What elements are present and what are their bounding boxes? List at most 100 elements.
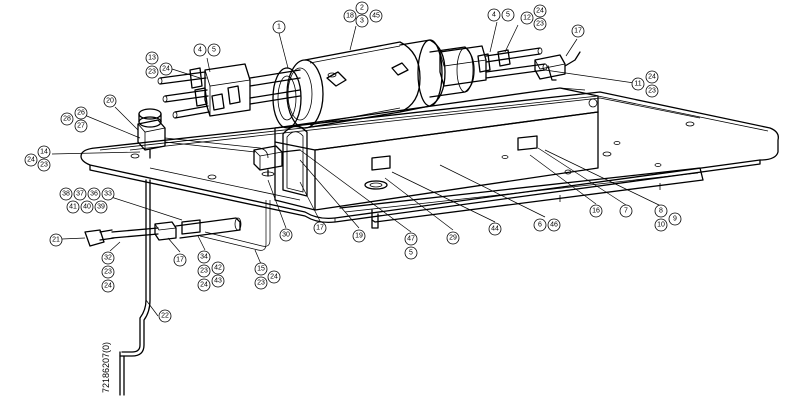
- bubble-27: 27: [74, 119, 88, 133]
- svg-text:16: 16: [592, 208, 600, 215]
- bubble-24f: 24: [197, 278, 211, 292]
- bubble-6: 6: [533, 218, 547, 232]
- svg-text:38: 38: [62, 191, 70, 198]
- svg-text:17: 17: [316, 225, 324, 232]
- bubble-42: 42: [211, 261, 225, 275]
- bubble-32: 32: [101, 251, 115, 265]
- left-manifold: [157, 63, 301, 119]
- svg-text:23: 23: [257, 280, 265, 287]
- valve-30: [253, 145, 301, 177]
- svg-text:47: 47: [407, 236, 415, 243]
- bubble-5c: 5: [404, 246, 418, 260]
- svg-text:13: 13: [148, 55, 156, 62]
- bubble-4b: 4: [487, 8, 501, 22]
- svg-text:26: 26: [77, 110, 85, 117]
- bubble-24g: 24: [267, 270, 281, 284]
- bubble-37: 37: [73, 187, 87, 201]
- bubble-28: 28: [60, 112, 74, 126]
- svg-text:5: 5: [506, 12, 510, 19]
- bubble-17c: 17: [313, 221, 327, 235]
- bubble-23g: 23: [254, 276, 268, 290]
- bubble-34: 34: [197, 250, 211, 264]
- bubble-17b: 17: [173, 253, 187, 267]
- bubble-10: 10: [654, 218, 668, 232]
- svg-text:21: 21: [52, 237, 60, 244]
- svg-text:23: 23: [648, 88, 656, 95]
- svg-text:17: 17: [176, 257, 184, 264]
- center-housing: [274, 87, 599, 211]
- base-plate: [80, 91, 779, 229]
- svg-text:41: 41: [69, 204, 77, 211]
- bubble-24d: 24: [24, 153, 38, 167]
- bubble-45: 45: [369, 9, 383, 23]
- svg-text:24: 24: [270, 274, 278, 281]
- right-manifold: [439, 45, 581, 87]
- svg-text:44: 44: [491, 226, 499, 233]
- bubble-21: 21: [49, 233, 63, 247]
- bubble-43: 43: [211, 274, 225, 288]
- bubble-23b: 23: [145, 65, 159, 79]
- bubble-11: 11: [631, 77, 645, 91]
- bubble-20: 20: [103, 94, 117, 108]
- svg-text:23: 23: [40, 162, 48, 169]
- bubble-24c: 24: [645, 70, 659, 84]
- svg-text:4: 4: [492, 12, 496, 19]
- bubble-24b: 24: [159, 62, 173, 76]
- svg-text:19: 19: [355, 233, 363, 240]
- svg-text:39: 39: [97, 204, 105, 211]
- svg-text:2: 2: [360, 5, 364, 12]
- svg-text:45: 45: [372, 13, 380, 20]
- svg-text:23: 23: [104, 269, 112, 276]
- bubble-12: 12: [520, 11, 534, 25]
- bubble-33: 33: [101, 187, 115, 201]
- svg-text:24: 24: [27, 157, 35, 164]
- bubble-23d: 23: [37, 158, 51, 172]
- bubble-4a: 4: [193, 43, 207, 57]
- svg-text:1: 1: [277, 24, 281, 31]
- svg-text:7: 7: [624, 208, 628, 215]
- bubble-23f: 23: [197, 264, 211, 278]
- bubble-19: 19: [352, 229, 366, 243]
- drawing-number: 72186207(0): [101, 342, 111, 393]
- bubble-24e: 24: [101, 279, 115, 293]
- bubble-5a: 5: [207, 43, 221, 57]
- bubble-1: 1: [272, 20, 286, 34]
- svg-text:43: 43: [214, 278, 222, 285]
- svg-text:37: 37: [76, 191, 84, 198]
- bubble-47: 47: [404, 232, 418, 246]
- svg-text:23: 23: [200, 268, 208, 275]
- svg-text:11: 11: [634, 81, 641, 88]
- bubble-15: 15: [254, 262, 268, 276]
- svg-text:22: 22: [161, 313, 169, 320]
- bubble-38: 38: [59, 187, 73, 201]
- bubble-8: 8: [654, 204, 668, 218]
- svg-text:24: 24: [536, 8, 544, 15]
- svg-text:14: 14: [40, 149, 48, 156]
- svg-text:8: 8: [659, 208, 663, 215]
- bubble-5b: 5: [501, 8, 515, 22]
- bubble-23a: 23: [533, 17, 547, 31]
- svg-text:23: 23: [536, 21, 544, 28]
- bubble-17a: 17: [571, 24, 585, 38]
- svg-text:34: 34: [200, 254, 208, 261]
- svg-text:46: 46: [550, 222, 558, 229]
- svg-text:20: 20: [106, 98, 114, 105]
- svg-text:30: 30: [282, 232, 290, 239]
- svg-text:24: 24: [162, 66, 170, 73]
- svg-text:40: 40: [83, 204, 91, 211]
- bubble-30: 30: [279, 228, 293, 242]
- bubble-14: 14: [37, 145, 51, 159]
- bubble-9: 9: [668, 212, 682, 226]
- svg-text:18: 18: [346, 13, 354, 20]
- bubble-29: 29: [446, 231, 460, 245]
- bubble-13: 13: [145, 51, 159, 65]
- bubble-3: 3: [355, 14, 369, 28]
- svg-text:12: 12: [523, 15, 531, 22]
- bubble-23c: 23: [645, 84, 659, 98]
- svg-text:33: 33: [104, 191, 112, 198]
- bubble-16: 16: [589, 204, 603, 218]
- svg-text:24: 24: [104, 283, 112, 290]
- svg-text:5: 5: [409, 250, 413, 257]
- svg-text:10: 10: [657, 222, 665, 229]
